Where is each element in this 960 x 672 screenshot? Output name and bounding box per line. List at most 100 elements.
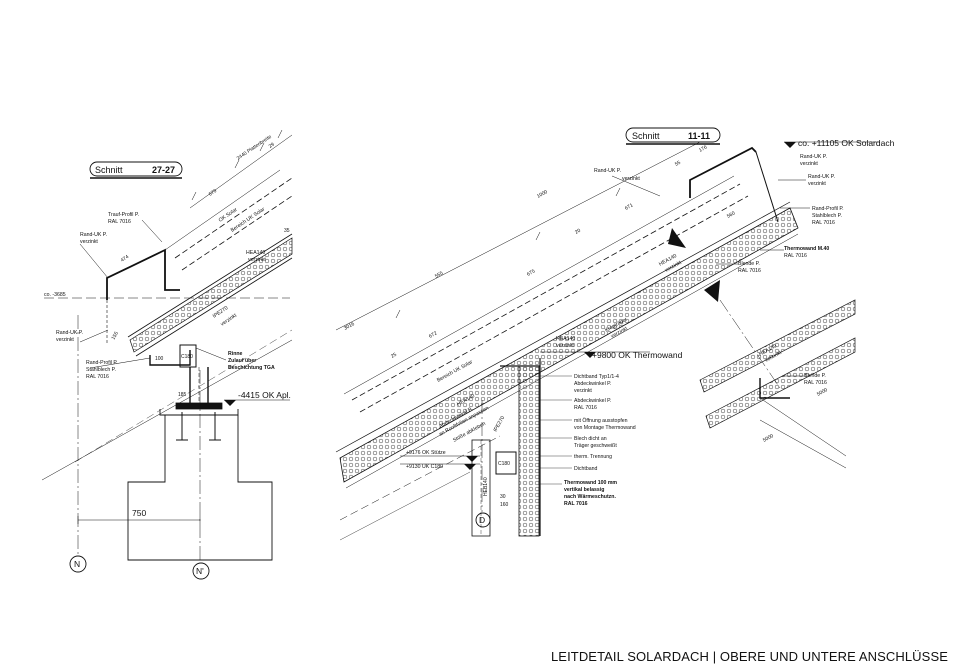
roof-panel-detail-a [699,299,856,393]
dim-560: 560 [726,210,736,219]
ral-label-r: RAL 7016 [812,220,835,226]
hea140-verzinkt: verzinkt [248,257,266,263]
trauf-profil-label: Trauf-Profil P. [108,212,139,218]
section-title-2: Schnitt [632,131,660,141]
thermowand-vertical [518,365,540,537]
dim-35: 35 [284,228,290,234]
dim-5000b: 5000 [762,433,775,444]
beschichtung-label: Beschichtung TGA [228,365,275,371]
roof-panel-main [339,207,799,483]
thermowand-100-label: Thermowand 100 mm [564,480,617,486]
rand-uk-label-r3: Rand-UK P. [808,174,835,180]
dim-155: 155 [111,331,120,341]
dim-750: 750 [132,508,146,518]
ral-7016-label: RAL 7016 [86,374,109,380]
dim-25: 25 [390,352,398,360]
co-level: co. -3685 [44,292,66,298]
dim-672: 672 [428,330,438,339]
ridge-profile [689,146,757,198]
marker-triangle-a [668,228,686,248]
c180-section [179,344,197,368]
section-title-frame-2 [625,127,721,143]
dichtband-label-2: Dichtband [574,466,597,472]
rand-uk-label-r1: Rand-UK P. [594,168,621,174]
rand-uk-verzinkt-r1: verzinkt [622,176,640,182]
dim-20: 20 [574,228,582,236]
co-solardach-level: co. +11105 OK Solardach [798,138,895,148]
eaves-profile [106,248,180,300]
stahlblech-label-r: Stahlblech P. [812,213,842,219]
rand-uk-label-2: Rand-UK P. [56,330,83,336]
rand-profil-label: Rand-Profil P. [86,360,118,366]
oeffnung-label-1: mit Öffnung ausstopfen [574,417,628,424]
ok-api-level: -4415 OK Apl. [238,390,291,400]
abdeckwinkel-label-2: Abdeckwinkel P. [574,398,611,404]
stahlblech-label: Stahlblech P. [86,367,116,373]
dim-176: 176 [698,144,708,153]
dim-555: 555 [434,270,444,279]
blende-label-d: Blende P. [804,373,826,379]
c180-label-2: C180 [498,461,510,467]
ipe270-label-2: IPE270 [493,415,507,433]
dim-2440: 2440 Plattenbreite [236,134,273,162]
c180-section-2 [495,451,517,475]
rand-uk-verzinkt-r3: verzinkt [808,181,826,187]
dim-160: 160 [500,502,509,508]
base-plate [175,402,223,410]
thermowand-100-c: nach Wärmeschutzn. [564,494,616,500]
blende-ral: RAL 7016 [738,268,761,274]
blende-label: Blende P. [738,261,760,267]
foundation [159,409,239,416]
dim-474: 474 [120,254,130,264]
hea140-label-b: HEA140 [556,336,575,342]
section-title-frame [89,161,183,177]
rinne-label: Rinne [228,351,243,357]
thermowand-100-d: RAL 7016 [564,501,588,507]
dim-55: 55 [674,160,682,168]
rand-uk-verzinkt-r2: verzinkt [800,161,818,167]
dim-185: 185 [178,392,187,398]
annotation-stack: Dichtband Typ1/1-4 Abdeckwinkel P. verzi… [540,374,636,507]
abdeckwinkel-verzinkt-1: verzinkt [574,388,592,394]
dim-679: 679 [208,188,218,198]
axis-n2-marker [192,562,210,580]
dim-3016: 3016 [343,321,356,332]
uk-c180-level: +9130 UK C180 [406,464,443,470]
hea140-verzinkt-b: verzinkt [556,343,574,349]
therm-trennung-label: therm. Trennung [574,454,612,460]
axis-d-label: D [479,515,485,525]
roof-panel-detail-b [705,337,856,429]
axis-n-label: N [74,559,80,569]
section-11-11: Schnitt 11-11 3016 555 1000 672 675 671 … [335,127,895,541]
ok-thermowand-level: +9800 OK Thermowand [592,350,683,360]
detail-right-lower: HEA140 verzinkt Blende P. RAL 7016 5000 … [699,299,856,469]
dim-30: 30 [500,494,506,500]
dim-5000a: 5000 [816,387,829,398]
thermowand-label: Thermowand M.40 [784,246,829,252]
section-27-27: Schnitt 27-27 2440 Plattenbreite 29 679 … [41,129,293,580]
dim-671: 671 [624,202,634,211]
bereich-label-2: Bereich UK Solar [436,359,474,384]
zulauf-label: Zulauf über [228,358,256,364]
hea140-label: HEA140 [246,250,265,256]
thermowand-100-b: vertikal belassig [564,487,604,493]
dim-1000: 1000 [536,189,549,200]
blende-ral-d: RAL 7016 [804,380,827,386]
trauf-ral-label: RAL 7016 [108,219,131,225]
rand-uk-label: Rand-UK P. [80,232,107,238]
rim-profile [149,350,191,366]
heb140-label: HEB140 [483,477,489,496]
rand-uk-verzinkt: verzinkt [80,239,98,245]
marker-triangle-b [704,280,720,302]
roof-insulation-band [129,237,293,353]
axis-n2-label: N' [196,566,204,576]
ipe270-verzinkt: verzinkt [220,312,239,327]
dichtband-typ-label: Dichtband Typ1/1-4 [574,374,619,380]
section-title: Schnitt [95,165,123,175]
rand-uk-label-r2: Rand-UK P. [800,154,827,160]
section-number-2: 11-11 [688,131,710,141]
blech-label-1: Blech dicht an [574,436,607,442]
dim-100: 100 [155,356,164,362]
dim-29: 29 [268,141,276,149]
